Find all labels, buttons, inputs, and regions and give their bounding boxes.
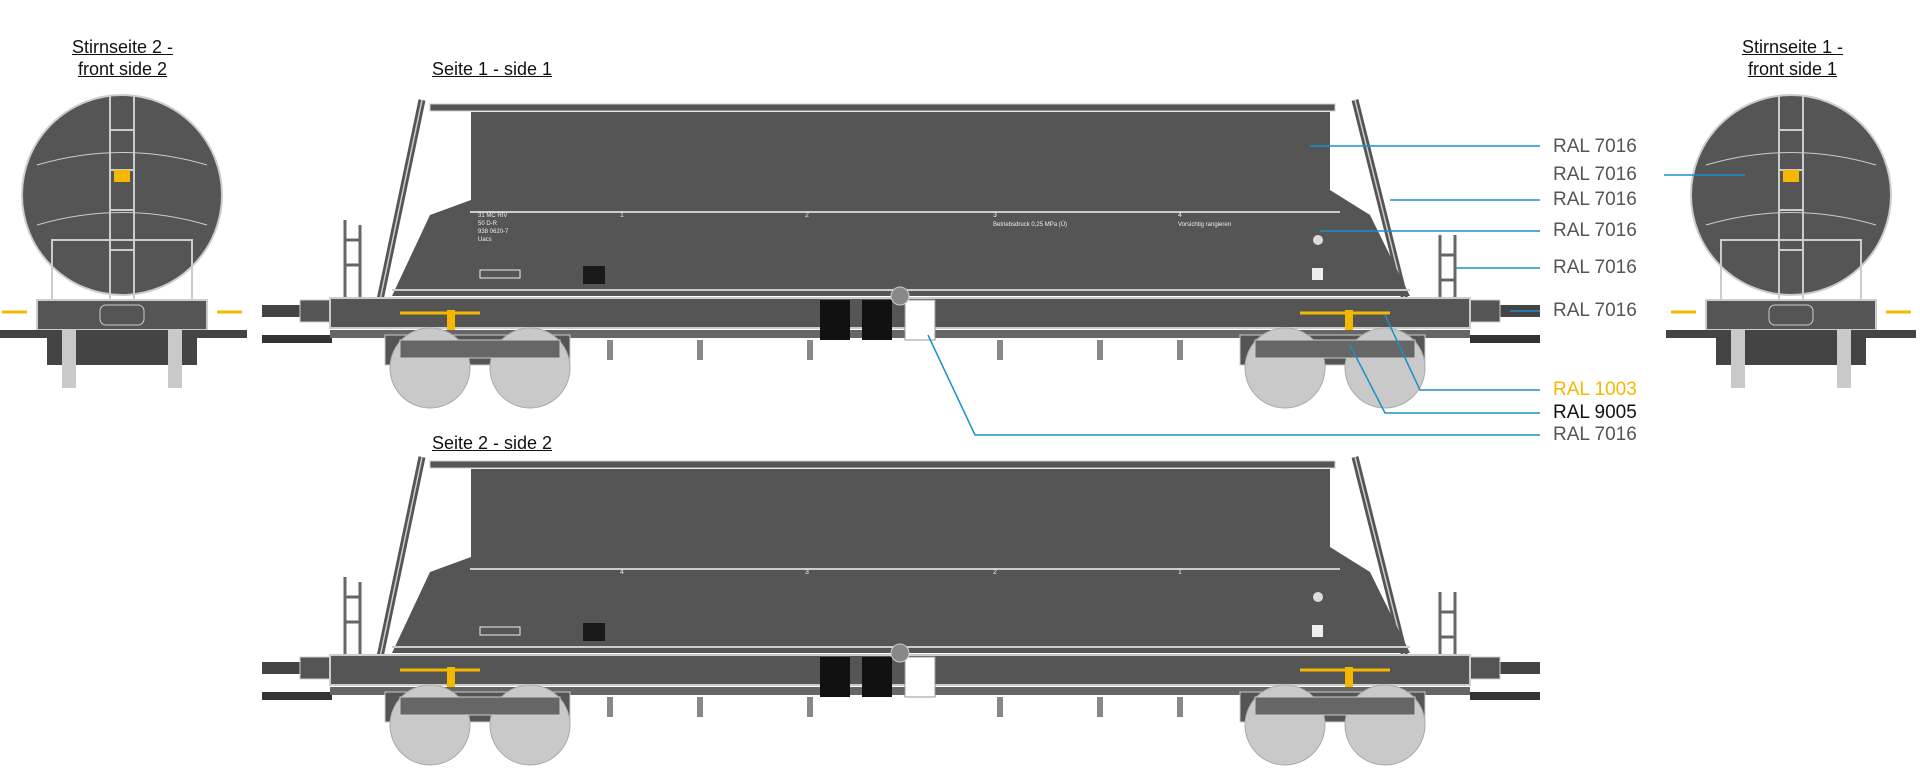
section-number: 3 [993, 212, 997, 219]
leader-lines [927, 145, 1745, 436]
section-number: 2 [805, 212, 809, 219]
marking: 31 MC RIV [478, 213, 508, 219]
section-number: 4 [620, 569, 624, 576]
color-label: RAL 7016 [1553, 300, 1637, 321]
marking: 938 0620-7 [478, 229, 509, 235]
front-view-side-2 [0, 93, 249, 390]
color-label-black: RAL 9005 [1553, 402, 1637, 423]
marking: 50 D-R [478, 221, 498, 227]
shunting-marking: Vorsichtig rangieren [1178, 222, 1232, 228]
section-number: 1 [620, 212, 624, 219]
section-number: 4 [1178, 212, 1182, 219]
side-view-2 [262, 457, 1540, 765]
pressure-marking: Betriebsdruck 0,25 MPa (Ü) [993, 222, 1068, 228]
marking: Uacs [478, 237, 492, 243]
title-front-side-2: Stirnseite 2 - front side 2 [50, 36, 195, 80]
color-label: RAL 7016 [1553, 220, 1637, 241]
color-label: RAL 7016 [1553, 189, 1637, 210]
color-label: RAL 7016 [1553, 164, 1637, 185]
color-label: RAL 7016 [1553, 424, 1637, 445]
title-line: front side 2 [77, 59, 168, 79]
title-front-side-1: Stirnseite 1 - front side 1 [1720, 36, 1865, 80]
section-number: 3 [805, 569, 809, 576]
front-view-side-1 [1664, 93, 1918, 390]
title-side-2: Seite 2 - side 2 [432, 433, 553, 453]
section-number: 2 [993, 569, 997, 576]
title-side-1: Seite 1 - side 1 [432, 59, 553, 79]
title-line: front side 1 [1747, 59, 1838, 79]
title-line: Stirnseite 2 - [71, 37, 174, 57]
color-label: RAL 7016 [1553, 136, 1637, 157]
number-block: 31 MC RIV 50 D-R 938 0620-7 Uacs [478, 212, 508, 244]
color-label: RAL 7016 [1553, 257, 1637, 278]
title-line: Stirnseite 1 - [1741, 37, 1844, 57]
color-label-yellow: RAL 1003 [1553, 379, 1637, 400]
section-number: 1 [1178, 569, 1182, 576]
